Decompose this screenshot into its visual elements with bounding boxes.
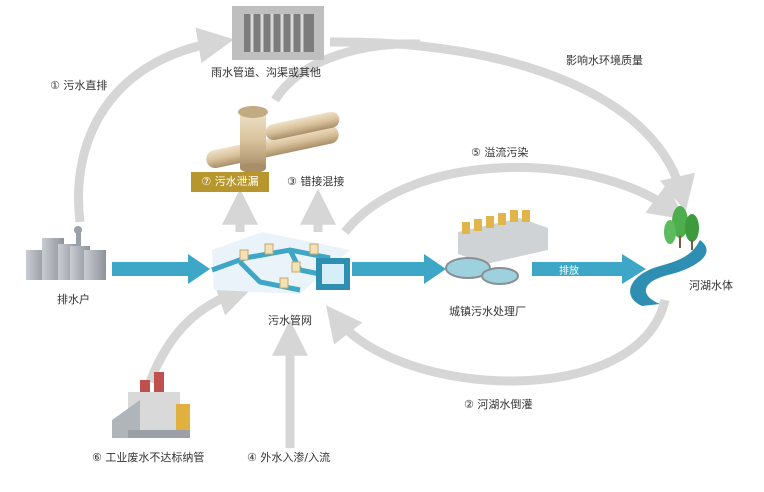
sewer-network-icon xyxy=(211,232,350,294)
path-3-number: ③ xyxy=(287,175,297,188)
path-7-number: ⑦ xyxy=(201,175,212,188)
path-1-label: ① 污水直排 xyxy=(50,79,107,93)
rain-pipe-label: 雨水管道、沟渠或其他 xyxy=(211,66,321,79)
arrow-plant-to-river xyxy=(532,254,646,284)
sewer-network-label: 污水管网 xyxy=(268,314,312,327)
path-2-number: ② xyxy=(464,398,474,411)
arrow-cross-connect-rain xyxy=(271,39,421,103)
path-1-text: 污水直排 xyxy=(63,79,108,92)
path-4-text: 外水入渗/入流 xyxy=(260,451,331,464)
rain-grate-icon xyxy=(232,6,324,60)
path-6-number: ⑥ xyxy=(92,451,102,464)
path-5-text: 溢流污染 xyxy=(484,146,529,159)
arrow-network-to-plant xyxy=(352,254,446,284)
building-cluster-icon xyxy=(26,226,106,280)
pipe-junction-icon xyxy=(206,106,340,173)
path-2-label: ② 河湖水倒灌 xyxy=(464,398,532,412)
industrial-label: 工业废水不达标纳管 xyxy=(105,451,205,464)
treatment-plant-label: 城镇污水处理厂 xyxy=(449,305,526,318)
path-2-text: 河湖水倒灌 xyxy=(477,398,533,411)
arrow-household-to-network xyxy=(112,254,210,284)
treatment-plant-icon xyxy=(445,210,548,285)
arrow-backflow xyxy=(326,298,670,386)
river-lake-label: 河湖水体 xyxy=(689,279,733,292)
drainage-household-label: 排水户 xyxy=(57,293,90,306)
arrow-direct-discharge xyxy=(74,27,234,223)
path-4-label: ④ 外水入渗/入流 xyxy=(247,451,330,465)
path-5-number: ⑤ xyxy=(471,146,481,159)
arrow-industrial xyxy=(145,281,254,384)
river-icon xyxy=(630,206,707,306)
path-3-text: 错接混接 xyxy=(300,175,345,188)
impact-label: 影响水环境质量 xyxy=(566,54,643,67)
path-6-label: ⑥ 工业废水不达标纳管 xyxy=(92,451,204,465)
discharge-label: 排放 xyxy=(559,266,579,277)
factory-icon xyxy=(112,372,190,438)
path-7-label: ⑦ 污水泄漏 xyxy=(191,172,269,192)
path-3-label: ③ 错接混接 xyxy=(287,175,344,189)
arrow-overflow xyxy=(341,162,686,235)
path-7-text: 污水泄漏 xyxy=(214,175,259,188)
path-5-label: ⑤ 溢流污染 xyxy=(471,146,528,160)
path-1-number: ① xyxy=(50,79,60,92)
path-4-number: ④ xyxy=(247,451,257,464)
